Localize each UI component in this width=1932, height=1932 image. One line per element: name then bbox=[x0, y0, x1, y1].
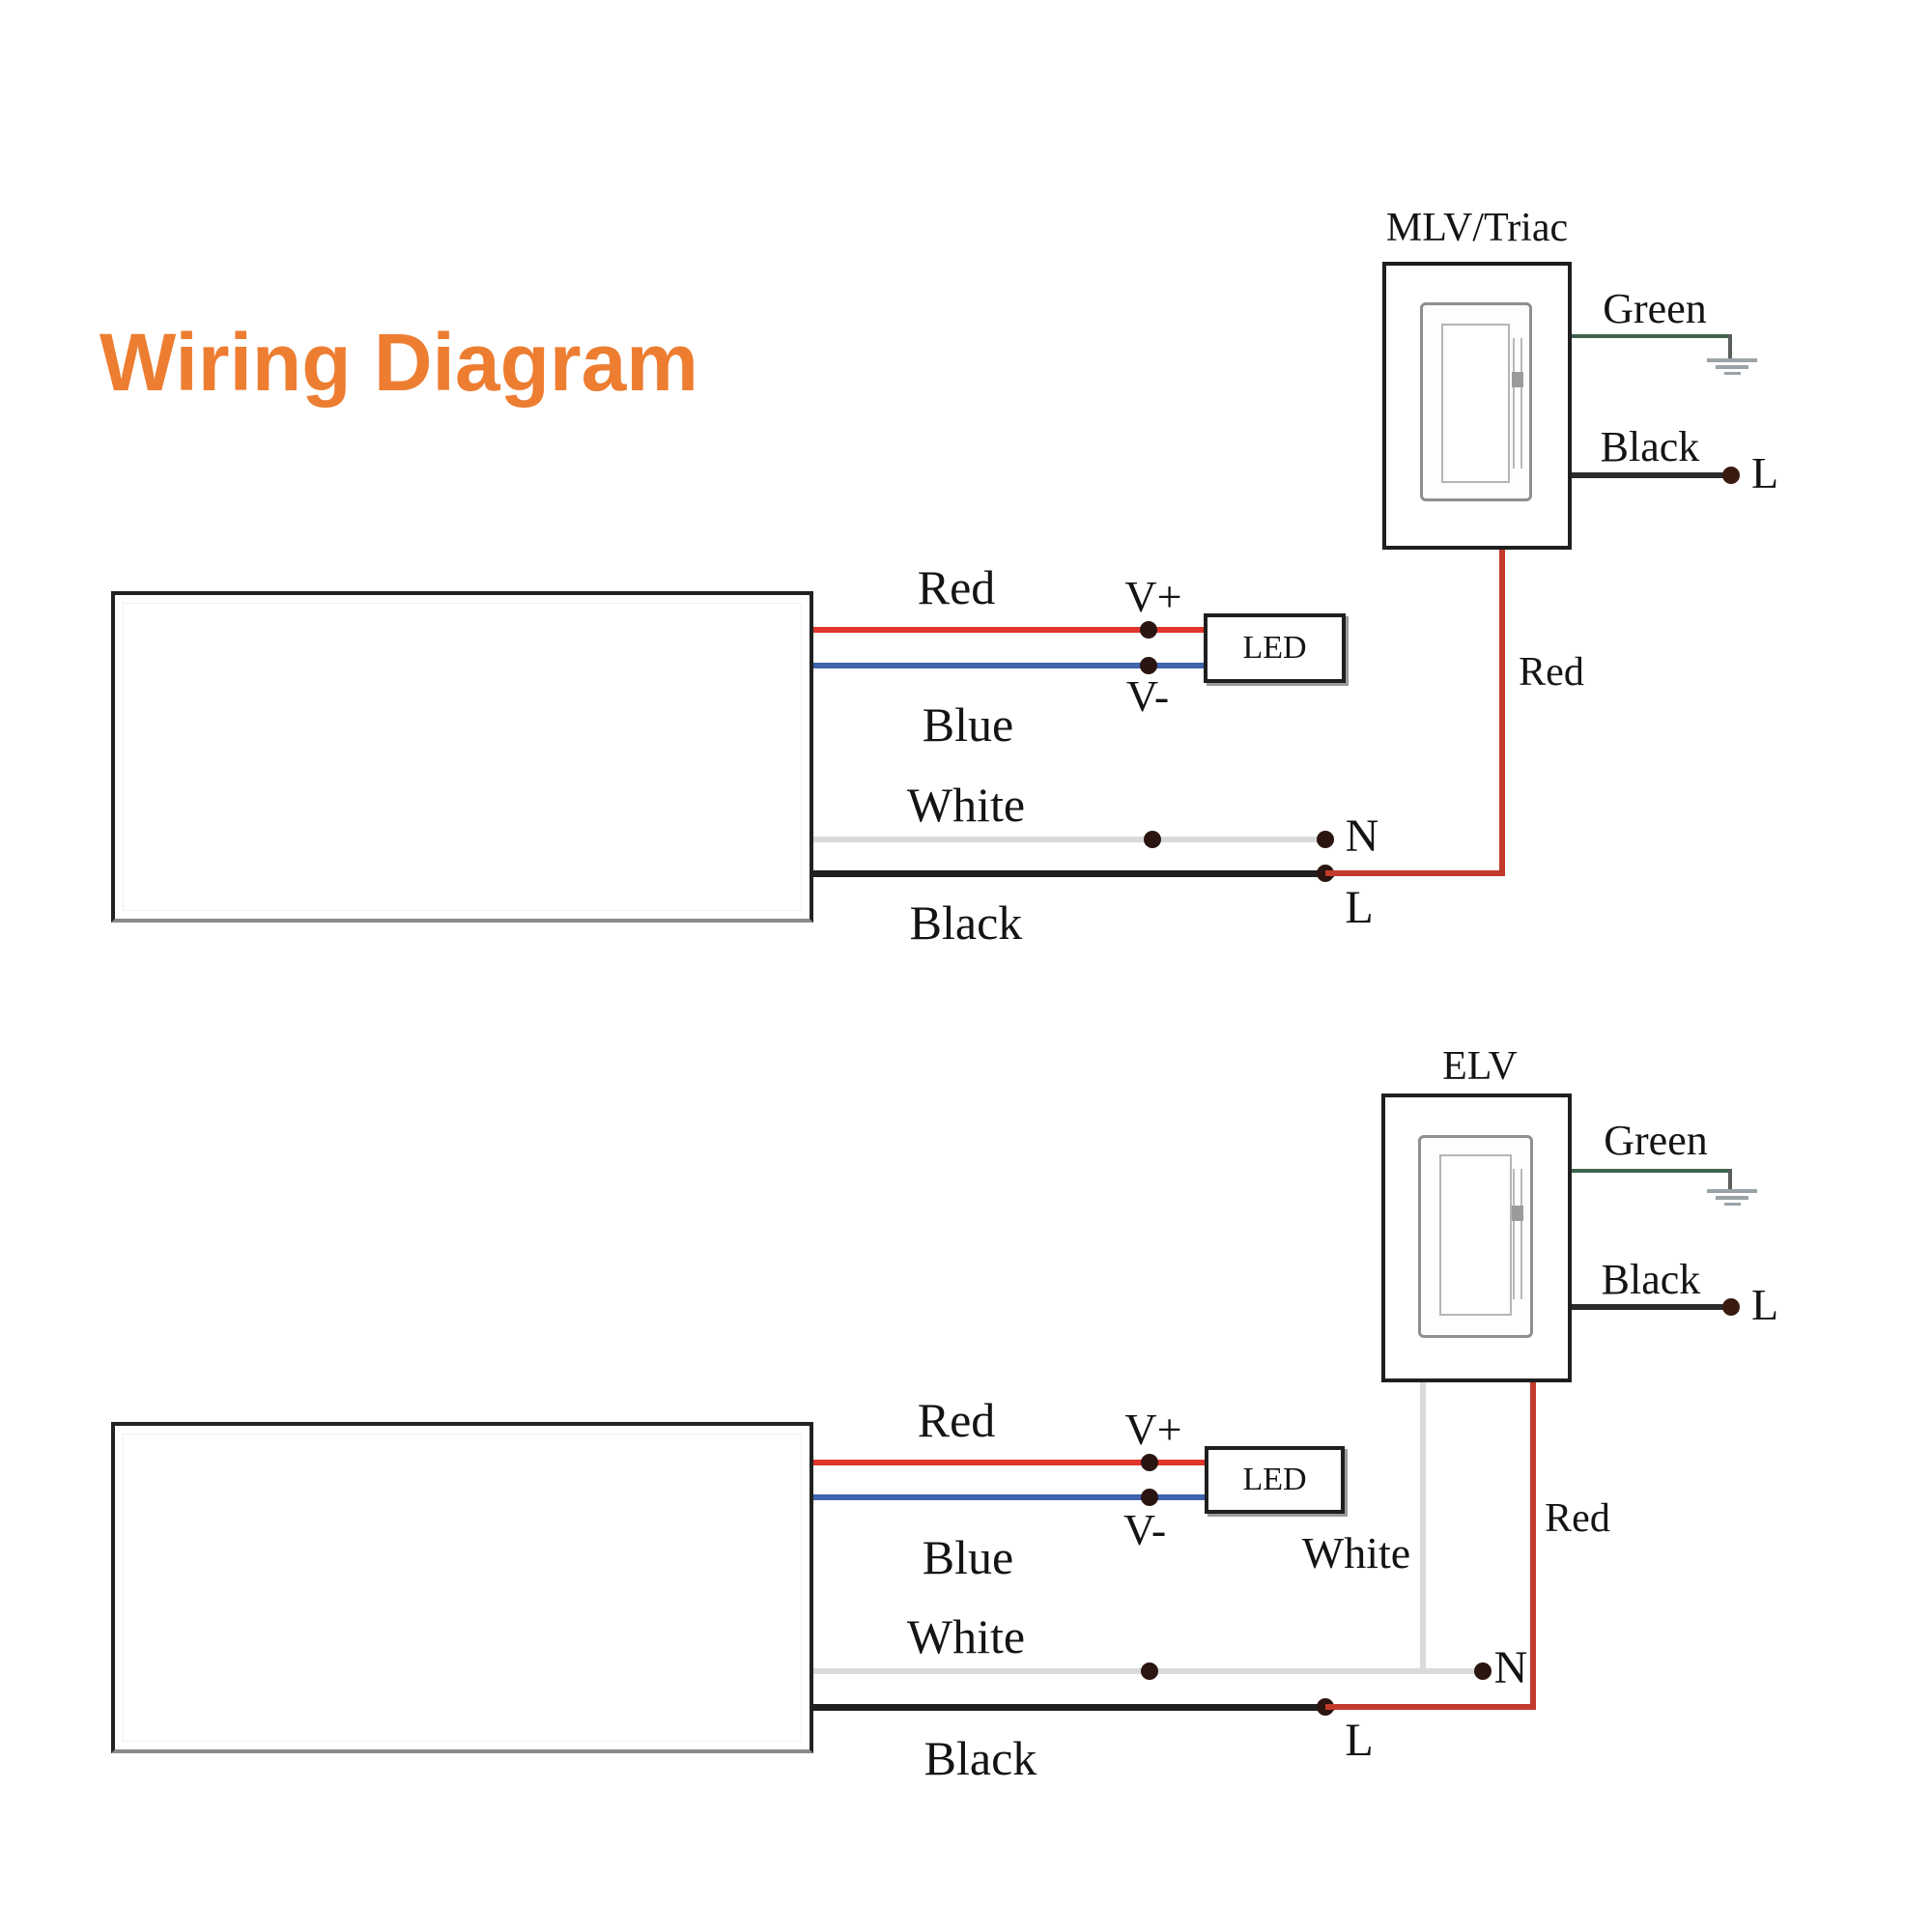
led-load-box: LED bbox=[1205, 1446, 1345, 1514]
led-driver-box bbox=[111, 591, 813, 923]
dimmer-slider-track bbox=[1513, 338, 1522, 469]
neutral-label: N bbox=[1493, 1642, 1528, 1693]
led-label: LED bbox=[1242, 630, 1307, 666]
dimmer-black-wire bbox=[1572, 472, 1731, 478]
line-label: L bbox=[1345, 1715, 1374, 1766]
white-wire-label: White bbox=[906, 778, 1026, 832]
white-wire-label: White bbox=[906, 1609, 1026, 1663]
dimmer-black-wire-label: Black bbox=[1600, 423, 1700, 470]
red-dimmer-wire-horizontal bbox=[1325, 1704, 1536, 1710]
black-wire-label: Black bbox=[909, 895, 1023, 950]
dimmer-line-label: L bbox=[1750, 1280, 1779, 1329]
driver-box-inner-line bbox=[123, 603, 802, 911]
vplus-terminal-dot bbox=[1140, 621, 1157, 639]
white-wire bbox=[813, 837, 1334, 842]
dimmer-title: MLV/Triac bbox=[1385, 206, 1569, 250]
page-title: Wiring Diagram bbox=[99, 317, 698, 408]
green-wire-label: Green bbox=[1603, 285, 1707, 332]
red-dimmer-wire-vertical bbox=[1530, 1382, 1536, 1710]
white-dimmer-wire-vertical bbox=[1420, 1382, 1426, 1674]
dimmer-line-terminal-dot bbox=[1722, 467, 1740, 484]
vplus-terminal-dot bbox=[1141, 1454, 1158, 1471]
blue-wire-label: Blue bbox=[922, 1530, 1014, 1584]
dimmer-line-label: L bbox=[1750, 448, 1779, 497]
dimmer-plate-inner bbox=[1439, 1154, 1512, 1316]
black-wire bbox=[813, 870, 1334, 877]
led-label: LED bbox=[1242, 1462, 1307, 1497]
black-wire bbox=[813, 1704, 1334, 1711]
dimmer-black-wire bbox=[1572, 1304, 1731, 1310]
red-wire bbox=[813, 627, 1205, 633]
red-wire bbox=[813, 1460, 1205, 1465]
green-wire-horizontal bbox=[1572, 1169, 1732, 1173]
red-wire-label: Red bbox=[917, 560, 996, 614]
neutral-label: N bbox=[1345, 810, 1379, 862]
neutral-terminal-dot bbox=[1317, 831, 1334, 848]
dimmer-black-wire-label: Black bbox=[1601, 1256, 1701, 1303]
blue-wire bbox=[813, 1494, 1205, 1500]
led-driver-box bbox=[111, 1422, 813, 1753]
green-wire-horizontal bbox=[1572, 334, 1732, 338]
dimmer-slider-knob bbox=[1512, 372, 1523, 387]
vminus-terminal-dot bbox=[1140, 657, 1157, 674]
red-dimmer-wire-horizontal bbox=[1325, 870, 1505, 876]
black-wire-label: Black bbox=[923, 1731, 1037, 1785]
vplus-label: V+ bbox=[1124, 1405, 1182, 1454]
vminus-terminal-dot bbox=[1141, 1489, 1158, 1506]
dimmer-slider-track bbox=[1513, 1169, 1522, 1299]
red-vertical-wire-label: Red bbox=[1519, 650, 1584, 695]
green-wire-vertical bbox=[1728, 1169, 1732, 1193]
white-wire-splice-dot bbox=[1141, 1662, 1158, 1680]
led-load-box: LED bbox=[1204, 613, 1346, 683]
line-label: L bbox=[1345, 882, 1374, 933]
red-wire-label: Red bbox=[917, 1393, 996, 1447]
blue-wire-label: Blue bbox=[922, 697, 1014, 752]
vminus-label: V- bbox=[1125, 671, 1170, 721]
red-dimmer-wire-vertical bbox=[1499, 550, 1505, 876]
dimmer-line-terminal-dot bbox=[1722, 1298, 1740, 1316]
driver-box-inner-line bbox=[123, 1434, 802, 1742]
red-vertical-wire-label: Red bbox=[1545, 1496, 1610, 1541]
white-vertical-wire-label: White bbox=[1301, 1528, 1411, 1577]
dimmer-plate-inner bbox=[1441, 324, 1510, 483]
dimmer-title: ELV bbox=[1442, 1044, 1518, 1089]
neutral-terminal-dot bbox=[1474, 1662, 1492, 1680]
green-wire-vertical bbox=[1728, 334, 1732, 360]
vplus-label: V+ bbox=[1124, 572, 1182, 621]
blue-wire bbox=[813, 663, 1205, 668]
white-wire-splice-dot bbox=[1144, 831, 1161, 848]
dimmer-slider-knob bbox=[1512, 1206, 1523, 1221]
vminus-label: V- bbox=[1122, 1505, 1167, 1554]
green-wire-label: Green bbox=[1604, 1117, 1708, 1164]
